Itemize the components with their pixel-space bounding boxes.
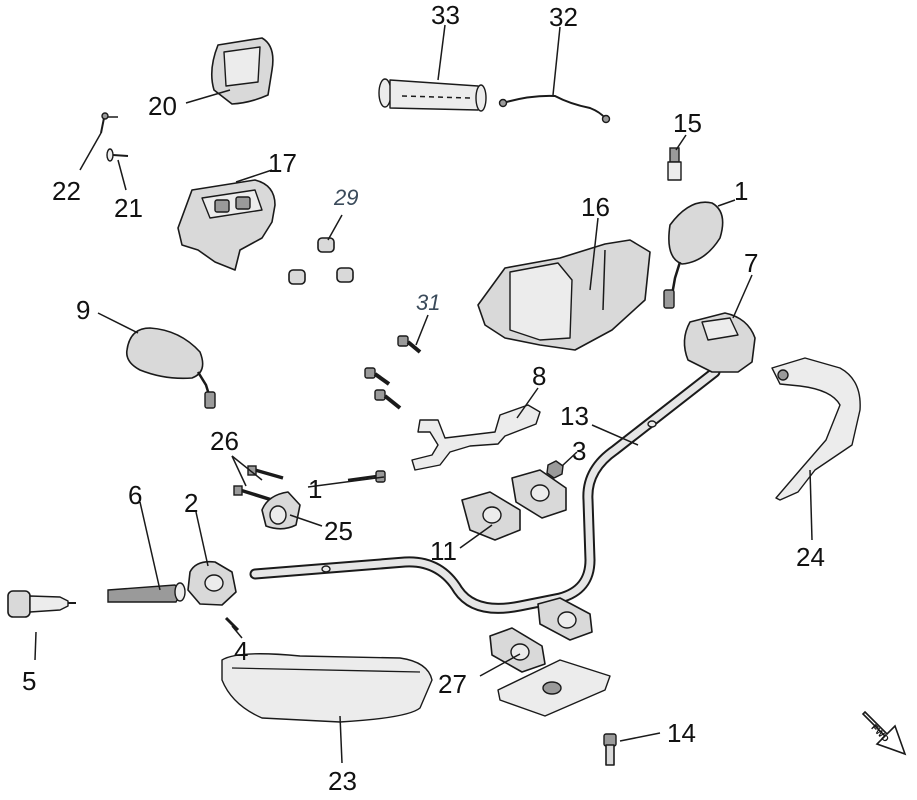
clamp-part-25 — [261, 491, 301, 530]
callout-16: 16 — [581, 192, 610, 222]
handguard-part-24 — [771, 357, 861, 501]
callout-3: 3 — [572, 436, 586, 466]
callout-2: 2 — [184, 488, 198, 518]
screw-part-4 — [224, 616, 240, 632]
meter-part-20 — [210, 37, 274, 105]
handlebar-cover-part-16 — [477, 239, 651, 351]
bolt-part-15 — [667, 147, 682, 181]
callout-31: 31 — [416, 290, 440, 315]
handlebar-pad-part-23 — [221, 653, 433, 723]
bar-end-part-5 — [7, 590, 76, 618]
mirror-right-part-1 — [663, 201, 724, 309]
grip-part-6 — [107, 582, 186, 603]
bracket-part-8 — [411, 404, 541, 471]
callout-23: 23 — [328, 766, 357, 796]
callout-24: 24 — [796, 542, 825, 572]
callout-21: 21 — [114, 193, 143, 223]
nut-part-3 — [546, 460, 564, 479]
callout-9: 9 — [76, 295, 90, 325]
callout-25: 25 — [324, 516, 353, 546]
callout-8: 8 — [532, 361, 546, 391]
callout-32: 32 — [549, 2, 578, 32]
callout-6: 6 — [128, 480, 142, 510]
left-switch-part-2 — [187, 560, 237, 606]
callout-15: 15 — [673, 108, 702, 138]
leader-lines — [34, 24, 813, 764]
callout-29: 29 — [333, 185, 358, 210]
callout-20: 20 — [148, 91, 177, 121]
right-switch-part-7 — [683, 312, 756, 373]
callout-22: 22 — [52, 176, 81, 206]
bolts-part-31 — [364, 335, 422, 410]
bushings-part-29 — [288, 237, 354, 285]
callout-17: 17 — [268, 148, 297, 178]
callout-1-lower: 1 — [308, 474, 322, 504]
callout-27: 27 — [438, 669, 467, 699]
callout-5: 5 — [22, 666, 36, 696]
bolt-part-14 — [603, 733, 617, 766]
callout-26: 26 — [210, 426, 239, 456]
handlebar-tube — [249, 366, 721, 614]
lower-clamps-part-27 — [489, 597, 611, 717]
callout-14: 14 — [667, 718, 696, 748]
callout-7: 7 — [744, 248, 758, 278]
callout-labels: 33 32 20 22 21 17 29 16 15 1 7 9 31 8 13… — [22, 0, 825, 796]
grip-part-33 — [378, 78, 487, 112]
screw-part-1 — [347, 470, 386, 483]
meter-bracket-part-17 — [177, 179, 276, 271]
callout-33: 33 — [431, 0, 460, 30]
callout-4: 4 — [234, 636, 248, 666]
screw-part-21 — [106, 148, 129, 162]
screw-part-22 — [100, 112, 118, 134]
bolts-part-26 — [233, 465, 284, 502]
callout-11: 11 — [430, 536, 457, 566]
mirror-left-part-9 — [125, 327, 216, 409]
upper-clamps-part-11 — [461, 469, 567, 541]
callout-1-upper: 1 — [734, 176, 748, 206]
callout-13: 13 — [560, 401, 589, 431]
cable-part-32 — [498, 94, 611, 124]
forward-direction-arrow: FWD — [861, 710, 907, 756]
